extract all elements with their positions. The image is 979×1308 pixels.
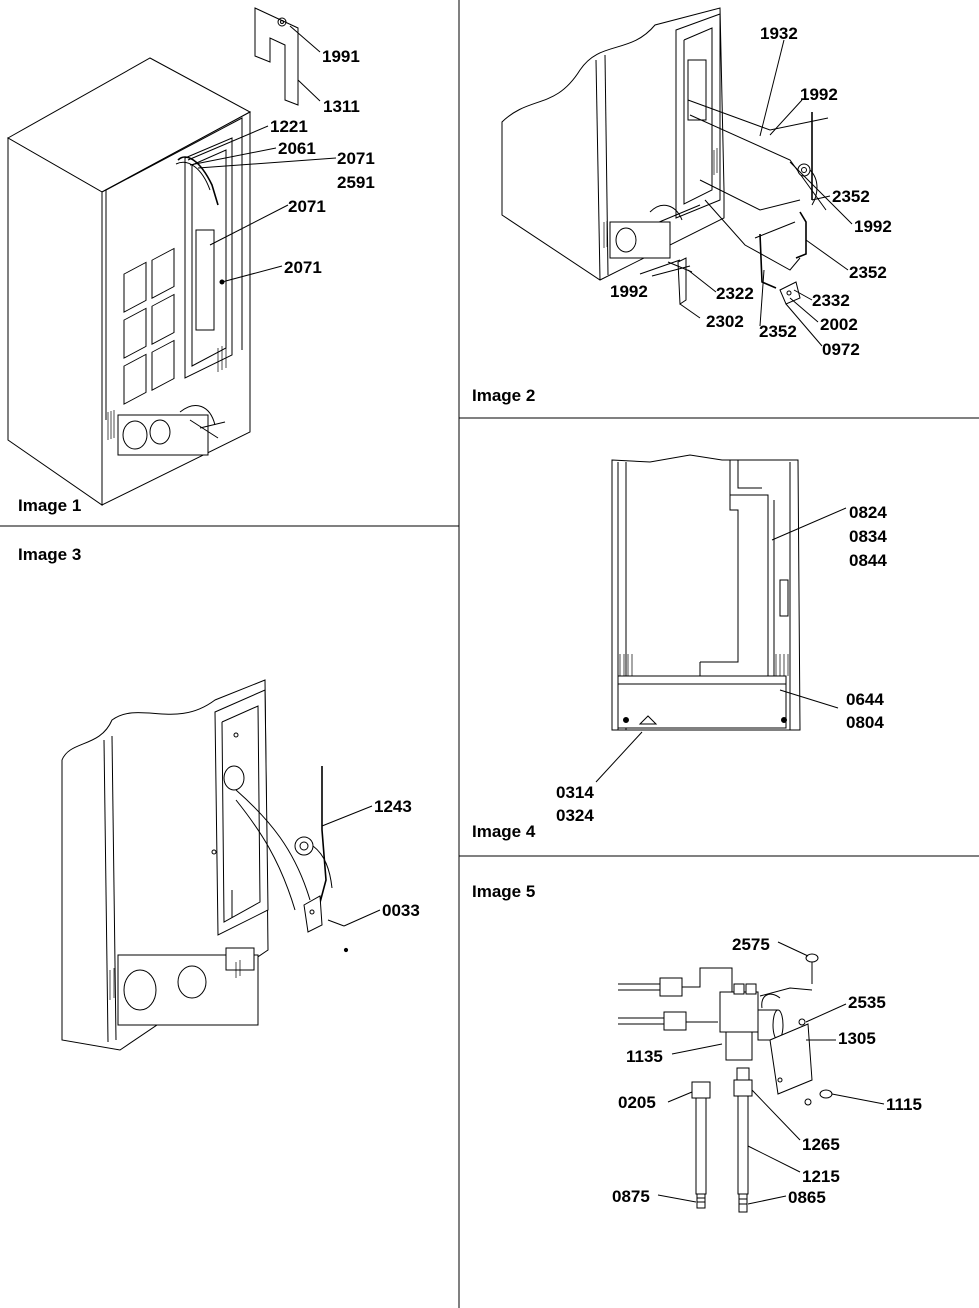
leader-lines [639, 39, 853, 347]
part-label: 1992 [610, 282, 648, 301]
part-label: 1305 [838, 1029, 876, 1048]
part-label: 1932 [760, 24, 798, 43]
part-label: 2591 [337, 173, 375, 192]
cabinet-drawing [61, 679, 349, 1051]
part-label: 2575 [732, 935, 770, 954]
panel-image-2: 1932 1992 2352 1992 2352 1992 2322 2332 … [472, 7, 892, 405]
valve-drawing [618, 953, 833, 1213]
part-label: 2352 [849, 263, 887, 282]
part-label: 1992 [800, 85, 838, 104]
part-numbers: 1243 0033 [374, 797, 420, 920]
part-label: 1221 [270, 117, 308, 136]
part-label: 2535 [848, 993, 886, 1012]
panel-caption: Image 2 [472, 386, 535, 405]
part-label: 0875 [612, 1187, 650, 1206]
part-label: 2352 [832, 187, 870, 206]
panel-caption: Image 1 [18, 496, 81, 515]
part-label: 0824 [849, 503, 887, 522]
panel-caption: Image 4 [472, 822, 536, 841]
part-label: 0033 [382, 901, 420, 920]
part-label: 1115 [886, 1095, 922, 1114]
panel-image-5: 2575 2535 1305 1135 1115 0205 1265 1215 … [472, 882, 922, 1213]
part-label: 0804 [846, 713, 884, 732]
part-label: 1135 [626, 1047, 663, 1066]
panel-caption: Image 5 [472, 882, 535, 901]
part-label: 2061 [278, 139, 316, 158]
part-label: 0865 [788, 1188, 826, 1207]
panel-image-1: 1991 1311 1221 2061 2071 2591 2071 2071 … [6, 7, 375, 515]
leader-lines [321, 805, 381, 927]
part-numbers: 0824 0834 0844 0644 0804 0314 0324 [556, 503, 887, 825]
leader-lines [595, 507, 847, 783]
part-label: 0205 [618, 1093, 656, 1112]
panel-image-4: 0824 0834 0844 0644 0804 0314 0324 Image… [472, 454, 887, 841]
leader-lines [187, 25, 337, 283]
cabinet-drawing [611, 454, 801, 731]
cabinet-drawing [6, 7, 299, 506]
part-label: 2002 [820, 315, 858, 334]
part-numbers: 2575 2535 1305 1135 1115 0205 1265 1215 … [612, 935, 922, 1207]
part-label: 1265 [802, 1135, 840, 1154]
part-label: 0644 [846, 690, 884, 709]
part-label: 2322 [716, 284, 754, 303]
part-label: 1311 [323, 97, 360, 116]
part-label: 0844 [849, 551, 887, 570]
part-label: 0314 [556, 783, 594, 802]
part-label: 0324 [556, 806, 594, 825]
part-label: 2332 [812, 291, 850, 310]
part-label: 1992 [854, 217, 892, 236]
part-label: 1215 [802, 1167, 840, 1186]
part-label: 2352 [759, 322, 797, 341]
part-label: 1991 [322, 47, 360, 66]
panel-image-3: 1243 0033 Image 3 [18, 545, 420, 1051]
part-label: 0834 [849, 527, 887, 546]
part-label: 2071 [284, 258, 322, 277]
leader-lines [657, 941, 885, 1205]
panel-caption: Image 3 [18, 545, 81, 564]
part-label: 2071 [288, 197, 326, 216]
cabinet-drawing [501, 7, 829, 305]
part-label: 2302 [706, 312, 744, 331]
part-label: 2071 [337, 149, 375, 168]
part-label: 1243 [374, 797, 412, 816]
part-label: 0972 [822, 340, 860, 359]
part-numbers: 1932 1992 2352 1992 2352 1992 2322 2332 … [610, 24, 892, 359]
part-numbers: 1991 1311 1221 2061 2071 2591 2071 2071 [270, 47, 375, 277]
